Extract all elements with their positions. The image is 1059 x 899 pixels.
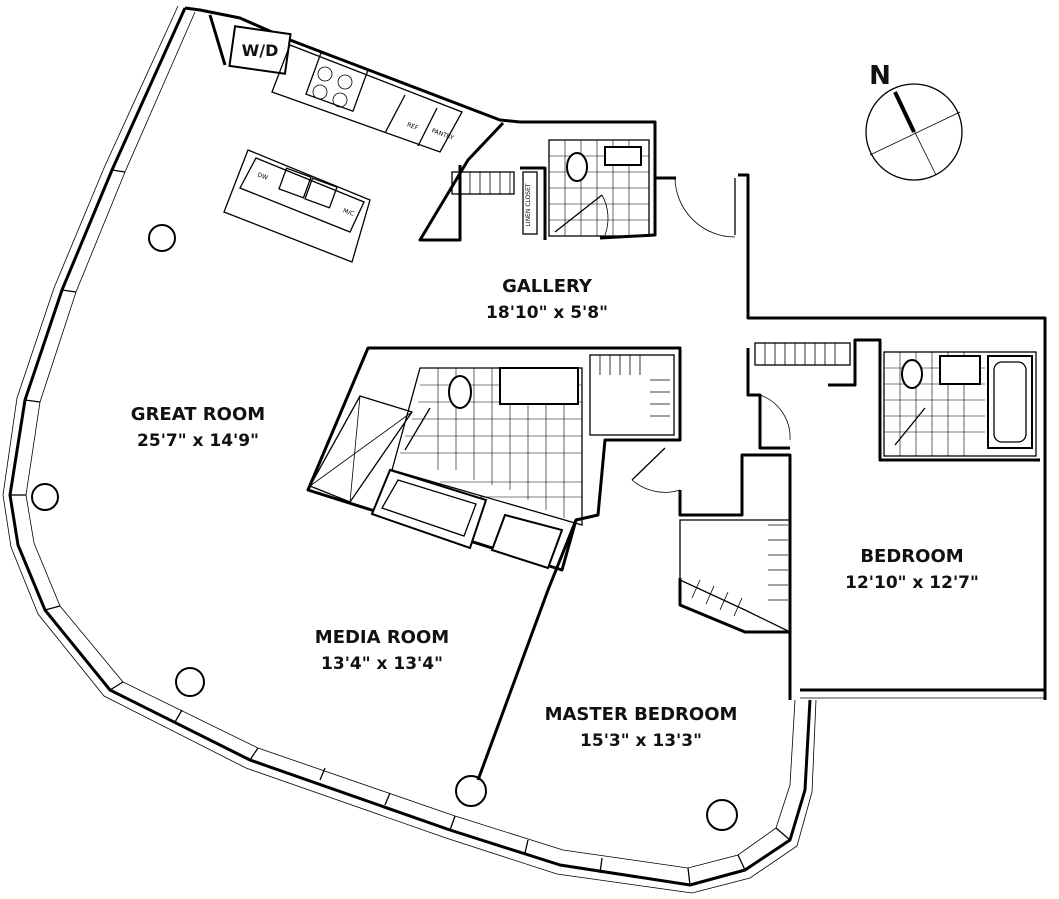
north-arrow-icon <box>893 91 916 133</box>
great-room-size: 25'7" x 14'9" <box>137 431 259 451</box>
gallery-name: GALLERY <box>502 276 593 297</box>
bedroom-toilet <box>901 359 923 389</box>
shelving <box>451 171 515 195</box>
sink-left <box>278 167 312 199</box>
bedroom-vanity <box>939 355 981 385</box>
powder-room: LINEN CLOSET <box>451 139 650 240</box>
compass-label: N <box>869 61 891 91</box>
bedroom-tub <box>987 355 1033 449</box>
north-wall <box>184 6 657 242</box>
pantry-label: PANTRY <box>431 127 455 142</box>
bedroom-suite <box>746 338 1045 699</box>
north-compass: N <box>865 61 963 181</box>
master-closet <box>589 354 681 493</box>
compass-circle <box>865 83 963 181</box>
master-bedroom-size: 15'3" x 13'3" <box>580 731 702 751</box>
column <box>706 799 738 831</box>
vanity <box>604 146 642 166</box>
exterior-wall <box>2 5 817 894</box>
bedroom-name: BEDROOM <box>860 546 963 567</box>
gallery-size: 18'10" x 5'8" <box>486 303 608 323</box>
linen-closet-label: LINEN CLOSET <box>525 183 532 226</box>
washer-dryer-label: W/D <box>242 41 279 60</box>
column <box>175 667 205 697</box>
entry-door <box>655 173 1047 700</box>
master-sink <box>490 513 564 570</box>
bedroom-size: 12'10" x 12'7" <box>845 573 979 593</box>
master-bedroom-name: MASTER BEDROOM <box>545 704 738 725</box>
cooktop <box>305 51 369 113</box>
great-room-name: GREAT ROOM <box>131 404 265 425</box>
bathtub <box>370 468 488 550</box>
column <box>148 224 176 252</box>
master-toilet <box>448 375 472 409</box>
master-vanity <box>499 367 579 405</box>
toilet <box>566 152 588 182</box>
interior-walls <box>476 453 792 781</box>
microwave-label: M/C <box>342 207 355 217</box>
washer-dryer-closet: W/D <box>228 25 292 75</box>
master-bath <box>306 346 682 572</box>
media-room-name: MEDIA ROOM <box>315 627 449 648</box>
kitchen-counter: REF PANTRY <box>271 44 463 153</box>
columns <box>31 224 738 831</box>
dishwasher-label: DW <box>256 171 268 181</box>
refrigerator-label: REF <box>406 121 420 132</box>
kitchen-island: DW M/C <box>223 149 371 263</box>
column <box>455 775 487 807</box>
column <box>31 483 59 511</box>
media-room-size: 13'4" x 13'4" <box>321 654 443 674</box>
sink-right <box>304 177 338 209</box>
